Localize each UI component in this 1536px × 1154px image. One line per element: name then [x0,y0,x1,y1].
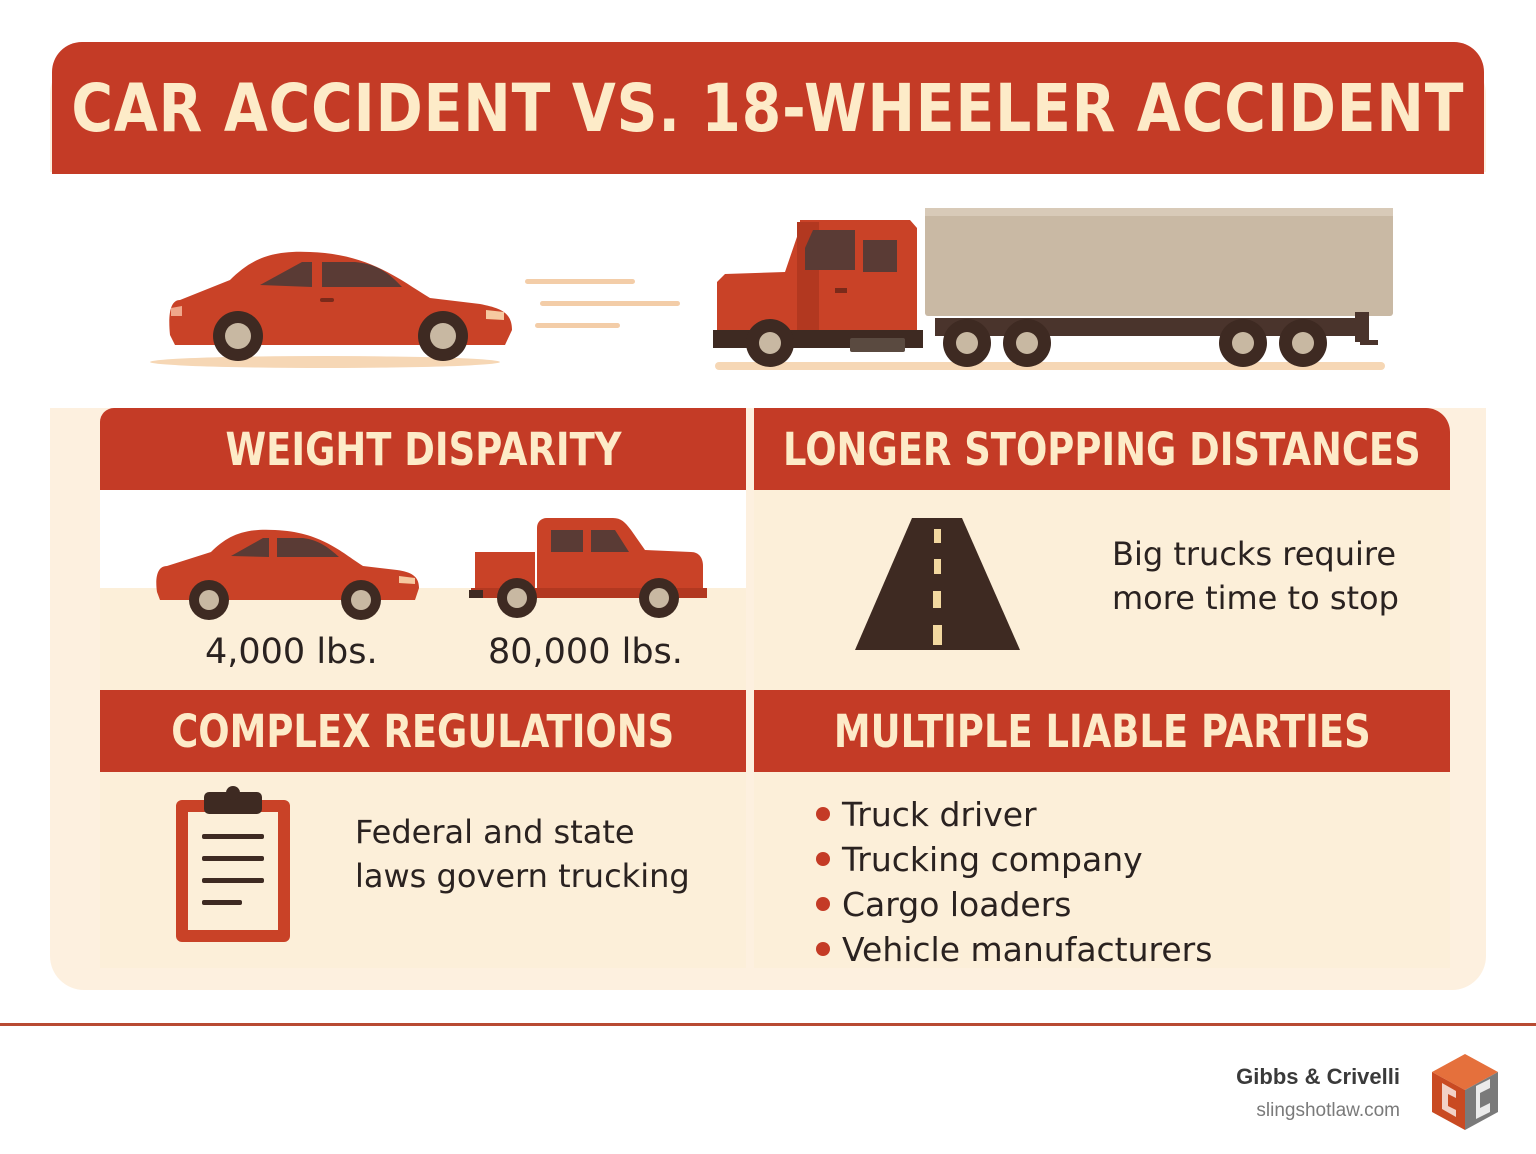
motion-lines-icon [525,279,680,328]
liable-parties-list: Truck driver Trucking company Cargo load… [812,792,1212,972]
page-title: CAR ACCIDENT VS. 18-WHEELER ACCIDENT [71,69,1465,147]
road-icon [855,518,1020,650]
weight-disparity-heading: WEIGHT DISPARITY [224,422,622,476]
liable-parties-panel [754,772,1450,968]
brand-name: Gibbs & Crivelli [1236,1064,1400,1089]
bullet-icon [816,852,830,866]
complex-regulations-heading: COMPLEX REGULATIONS [171,704,675,758]
title-banner: CAR ACCIDENT VS. 18-WHEELER ACCIDENT [52,42,1484,174]
stopping-line-1: Big trucks require [1112,535,1397,573]
list-item: Vehicle manufacturers [812,927,1212,972]
stopping-distances-panel [754,490,1450,690]
car-weight-value: 4,000 lbs. [205,632,378,672]
semi-truck-icon [713,208,1393,370]
car-icon [156,529,420,620]
list-item: Cargo loaders [812,882,1212,927]
bullet-icon [816,807,830,821]
liable-parties-heading: MULTIPLE LIABLE PARTIES [833,704,1371,758]
brand-website: slingshotlaw.com [1256,1100,1400,1121]
stopping-distances-heading: LONGER STOPPING DISTANCES [783,422,1421,476]
bullet-icon [816,897,830,911]
complex-regulations-header: COMPLEX REGULATIONS [100,690,746,772]
stopping-distances-header: LONGER STOPPING DISTANCES [754,408,1450,490]
stopping-line-2: more time to stop [1112,579,1399,617]
gc-logo-icon [1432,1054,1498,1130]
car-icon [150,251,512,368]
footer-divider [0,1023,1536,1026]
clipboard-icon [176,786,290,942]
pickup-truck-icon [469,518,707,618]
list-item: Truck driver [812,792,1212,837]
list-item: Trucking company [812,837,1212,882]
regulations-line-1: Federal and state [355,813,635,851]
brand-block: Gibbs & Crivelli slingshotlaw.com [1236,1064,1400,1122]
truck-weight-value: 80,000 lbs. [488,632,683,672]
bullet-icon [816,942,830,956]
regulations-line-2: laws govern trucking [355,857,690,895]
liable-parties-header: MULTIPLE LIABLE PARTIES [754,690,1450,772]
weight-disparity-header: WEIGHT DISPARITY [100,408,746,490]
